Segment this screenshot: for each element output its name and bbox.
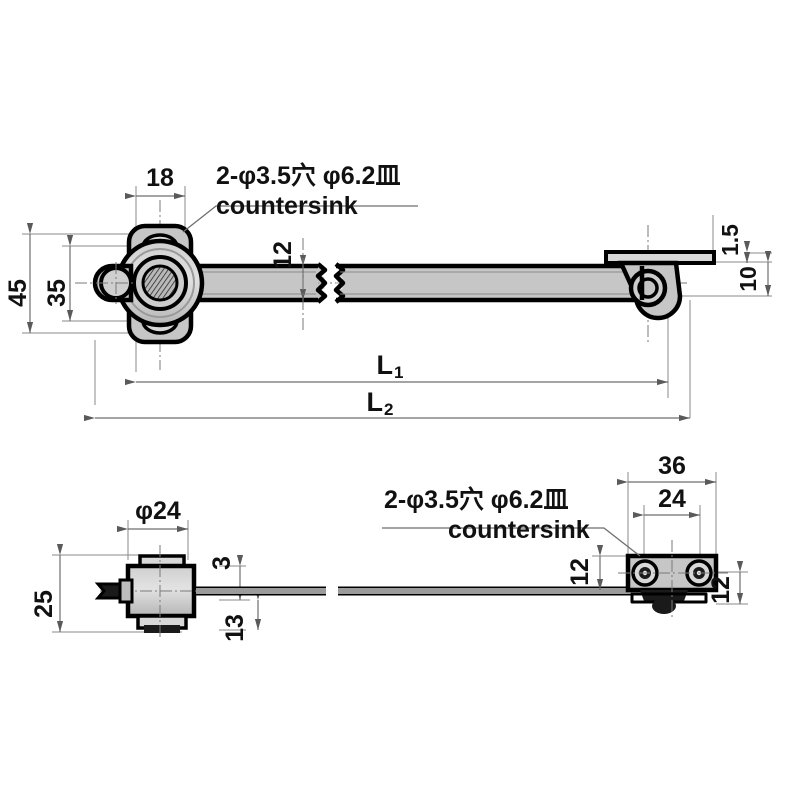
- dim-L2-subscript: 2: [384, 400, 393, 419]
- arm-bar: [196, 262, 642, 304]
- dim-24: 24: [633, 485, 700, 519]
- dim-12-bar-label: 12: [269, 241, 297, 269]
- dim-10-label: 10: [735, 266, 761, 292]
- dim-25-label: 25: [30, 590, 58, 618]
- dim-45: 45: [4, 223, 34, 333]
- side-hub-body: [94, 545, 230, 640]
- dim-25: 25: [30, 544, 64, 632]
- dim-18-label: 18: [146, 164, 174, 192]
- dim-L1: L 1: [125, 350, 668, 386]
- dim-phi24-label: φ24: [135, 497, 181, 525]
- note-top: 2-φ3.5穴 φ6.2皿 countersink: [216, 161, 400, 220]
- note-bottom-leader: [382, 527, 641, 557]
- dim-10: 10: [735, 251, 772, 296]
- side-view-group: 25 φ24: [30, 452, 748, 642]
- note-top-line1: 2-φ3.5穴 φ6.2皿: [216, 161, 400, 190]
- dim-13: 13: [221, 589, 262, 642]
- side-right-bracket: [618, 540, 728, 618]
- top-view-group: 45 35 18: [4, 164, 772, 422]
- note-bottom-line2: countersink: [448, 516, 590, 544]
- dim-18: 18: [125, 164, 185, 200]
- dim-L2: L 2: [84, 300, 691, 422]
- right-bracket: [604, 250, 716, 321]
- dim-phi24: φ24: [117, 497, 188, 533]
- dim-36-label: 36: [658, 452, 686, 480]
- dim-L1-label: L: [377, 350, 394, 380]
- dim-12-right-label: 12: [707, 576, 735, 604]
- dim-L2-label: L: [367, 387, 384, 417]
- dim-12-right: 12: [707, 561, 744, 604]
- dim-35-label: 35: [43, 279, 71, 307]
- dim-12-bar: 12: [269, 238, 307, 330]
- dim-1-5: 1.5: [717, 224, 751, 263]
- note-bottom-line1: 2-φ3.5穴 φ6.2皿: [384, 485, 568, 514]
- dim-12-left: 12: [566, 545, 604, 590]
- dim-13-label: 13: [221, 614, 249, 642]
- dim-45-label: 45: [4, 279, 32, 307]
- dim-35: 35: [43, 235, 74, 321]
- dim-3-label: 3: [208, 556, 236, 570]
- pivot-hub: [115, 238, 205, 328]
- dim-1-5-label: 1.5: [717, 224, 743, 256]
- dim-36: 36: [617, 452, 716, 486]
- note-top-line2: countersink: [216, 192, 358, 220]
- pivot-pin-lug: [92, 262, 136, 304]
- note-bottom: 2-φ3.5穴 φ6.2皿 countersink: [384, 485, 590, 544]
- dim-12-left-label: 12: [566, 558, 594, 586]
- dim-L1-subscript: 1: [394, 363, 403, 382]
- dim-24-label: 24: [658, 485, 686, 513]
- side-arm-rod: [194, 586, 632, 596]
- note-top-leader: [182, 205, 418, 233]
